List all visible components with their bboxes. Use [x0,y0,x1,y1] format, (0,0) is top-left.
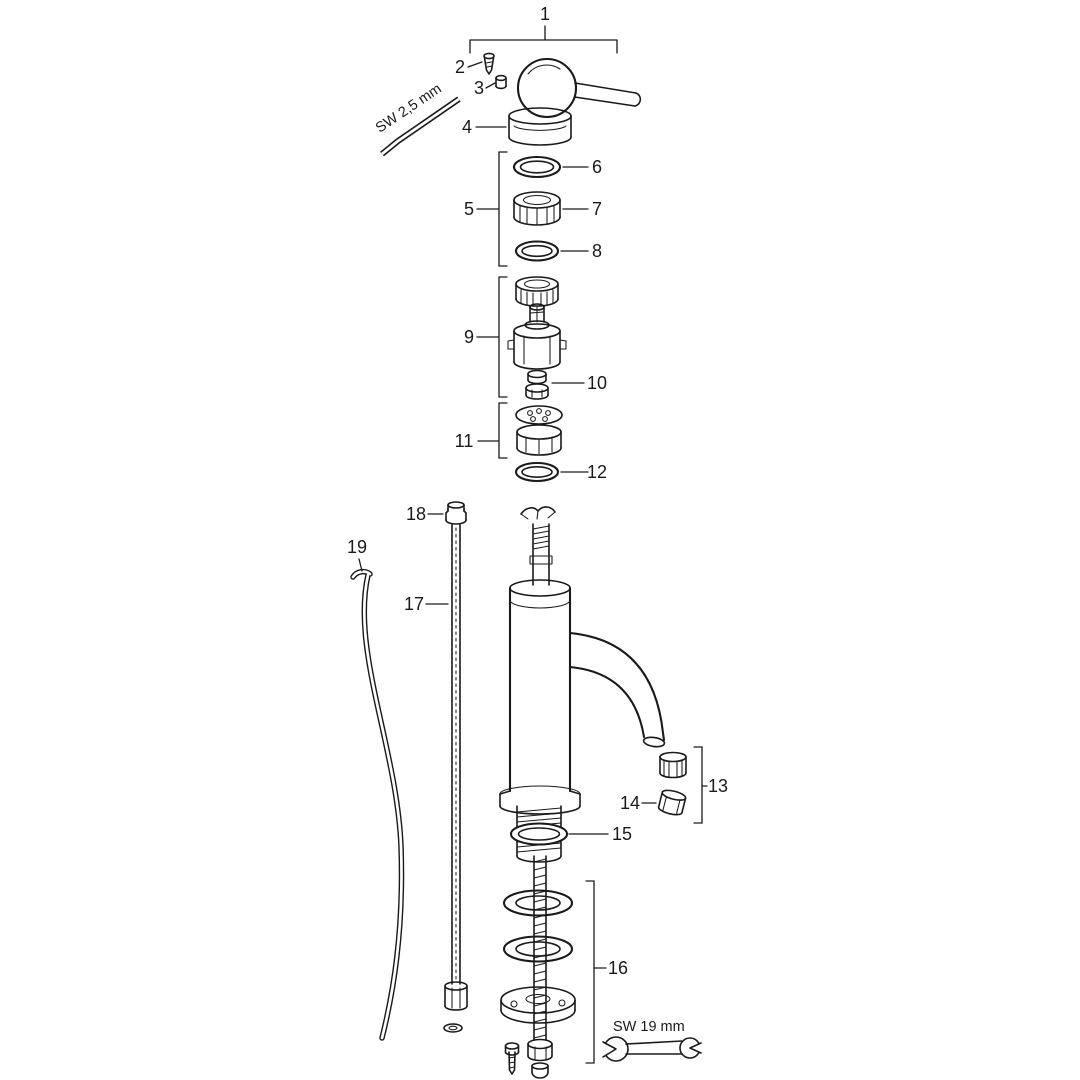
callout-5: 5 [464,199,474,219]
drain-rod-drawing [350,568,405,1041]
allen-key-size-label: SW 2,5 mm [373,81,445,137]
cartridge-nut-drawing [515,276,559,307]
hose-fitting-drawing [445,501,467,525]
bracket-1 [469,25,618,54]
callout-18: 18 [406,504,426,524]
callout-7: 7 [592,199,602,219]
handle-base-drawing [508,107,572,146]
check-valve-drawing [516,424,562,456]
callout-9: 9 [464,327,474,347]
callout-13: 13 [708,776,728,796]
retaining-clip-drawing [520,506,556,520]
screw-drawing [483,52,495,75]
leader-19 [358,558,363,572]
cap-nut-drawing [531,1062,549,1079]
callout-16: 16 [608,958,628,978]
callout-12: 12 [587,462,607,482]
jet-disc-drawing [515,405,563,425]
grub-screw-drawing [495,74,507,90]
nuts-10-drawing [525,369,549,400]
mounting-nut-drawing [527,1038,553,1062]
adapter-ring-7-drawing [513,191,561,226]
bracket-13 [693,746,703,824]
bracket-16 [585,880,595,1064]
supply-hose-drawing [444,524,468,1011]
mounting-rod-drawing [533,855,547,1041]
cartridge-drawing [507,303,567,370]
callout-6: 6 [592,157,602,177]
callout-4: 4 [462,117,472,137]
bracket-11 [498,402,508,459]
faucet-body-drawing [499,579,581,815]
callout-17: 17 [404,594,424,614]
o-ring-15-drawing [509,822,569,846]
callout-10: 10 [587,373,607,393]
o-ring-6-drawing [512,155,562,179]
mounting-screw-drawing [504,1042,520,1075]
hose-washer-drawing [443,1023,463,1033]
bracket-5 [498,151,508,267]
valve-stem-drawing [529,523,553,586]
wrench-size-label: SW 19 mm [613,1019,685,1035]
aerator-housing-drawing [659,751,687,779]
leader-3 [485,82,496,89]
o-ring-12-drawing [514,461,560,483]
bracket-9 [498,276,508,398]
base-washer-lower-drawing [502,935,574,963]
allen-key-drawing [380,96,461,157]
callout-14: 14 [620,793,640,813]
mounting-flange-drawing [500,986,576,1024]
leader-2 [467,61,483,68]
callout-8: 8 [592,241,602,261]
callout-19: 19 [347,537,367,557]
o-ring-8-drawing [514,240,560,262]
aerator-insert-drawing [657,789,687,816]
base-washer-upper-drawing [502,889,574,917]
callout-1: 1 [540,4,550,24]
callout-2: 2 [455,57,465,77]
handle-drawing [516,57,642,119]
callout-11: 11 [455,431,474,451]
wrench-drawing [602,1036,702,1062]
callout-3: 3 [474,78,484,98]
callout-15: 15 [612,824,632,844]
spout-drawing [568,631,666,748]
